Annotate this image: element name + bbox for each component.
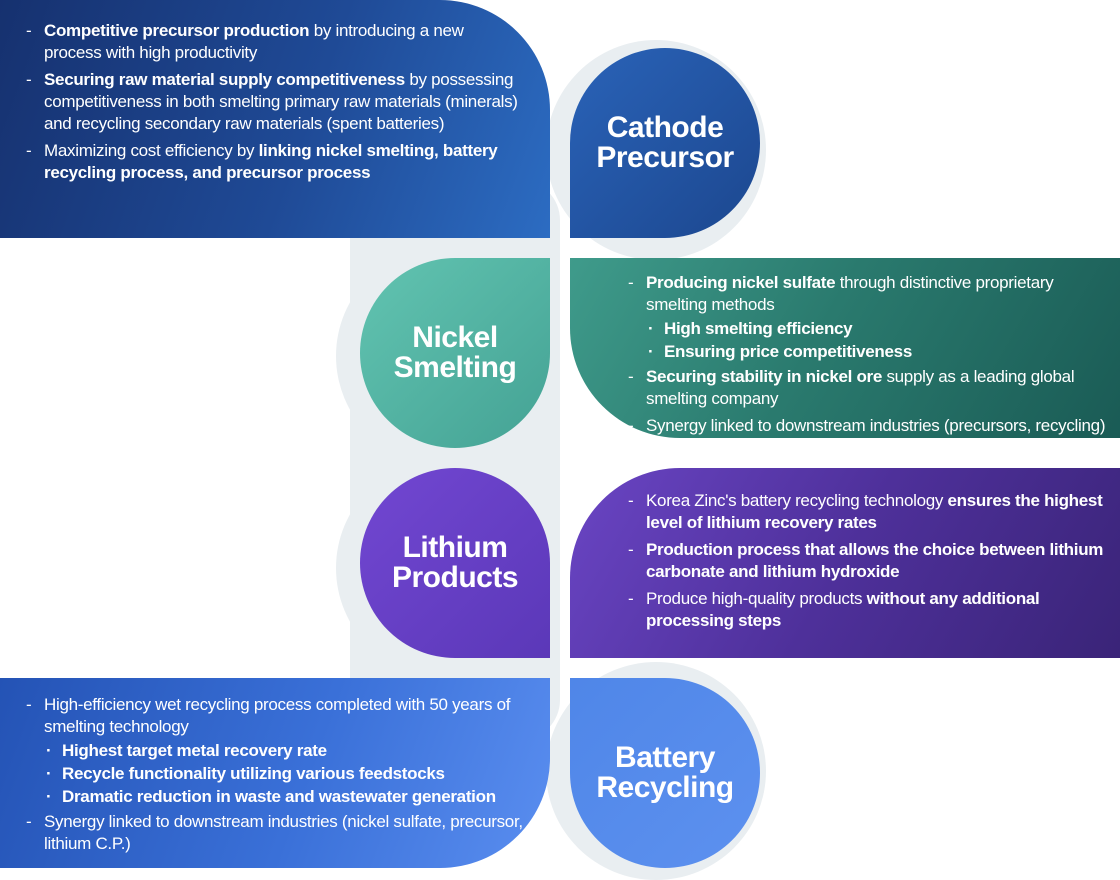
- nickel-subitem: High smelting efficiency: [628, 318, 1110, 340]
- cathode-description-panel: Competitive precursor production by intr…: [0, 0, 550, 238]
- nickel-item: Securing stability in nickel ore supply …: [628, 366, 1110, 410]
- nickel-description-panel: Producing nickel sulfate through distinc…: [570, 258, 1120, 438]
- nickel-item: Producing nickel sulfate through distinc…: [628, 272, 1110, 316]
- cathode-item: Maximizing cost efficiency by linking ni…: [26, 140, 520, 184]
- cathode-item: Securing raw material supply competitive…: [26, 69, 520, 135]
- battery-subitem: Dramatic reduction in waste and wastewat…: [26, 786, 540, 808]
- battery-subitem: Recycle functionality utilizing various …: [26, 763, 540, 785]
- battery-recycling-title: Battery Recycling: [596, 741, 734, 804]
- cathode-precursor-petal: Cathode Precursor: [570, 48, 760, 238]
- battery-item: High-efficiency wet recycling process co…: [26, 694, 540, 738]
- nickel-smelting-petal: Nickel Smelting: [360, 258, 550, 448]
- battery-recycling-petal: Battery Recycling: [570, 678, 760, 868]
- lithium-item: Production process that allows the choic…: [628, 539, 1110, 583]
- nickel-item: Synergy linked to downstream industries …: [628, 415, 1110, 437]
- lithium-item: Korea Zinc's battery recycling technolog…: [628, 490, 1110, 534]
- lithium-description-panel: Korea Zinc's battery recycling technolog…: [570, 468, 1120, 658]
- lithium-item: Produce high-quality products without an…: [628, 588, 1110, 632]
- lithium-products-petal: Lithium Products: [360, 468, 550, 658]
- nickel-smelting-title: Nickel Smelting: [393, 321, 517, 384]
- battery-item: Synergy linked to downstream industries …: [26, 811, 540, 855]
- nickel-subitem: Ensuring price competitiveness: [628, 341, 1110, 363]
- cathode-item: Competitive precursor production by intr…: [26, 20, 520, 64]
- battery-description-panel: High-efficiency wet recycling process co…: [0, 678, 550, 868]
- cathode-precursor-title: Cathode Precursor: [596, 111, 734, 174]
- lithium-products-title: Lithium Products: [391, 531, 519, 594]
- battery-subitem: Highest target metal recovery rate: [26, 740, 540, 762]
